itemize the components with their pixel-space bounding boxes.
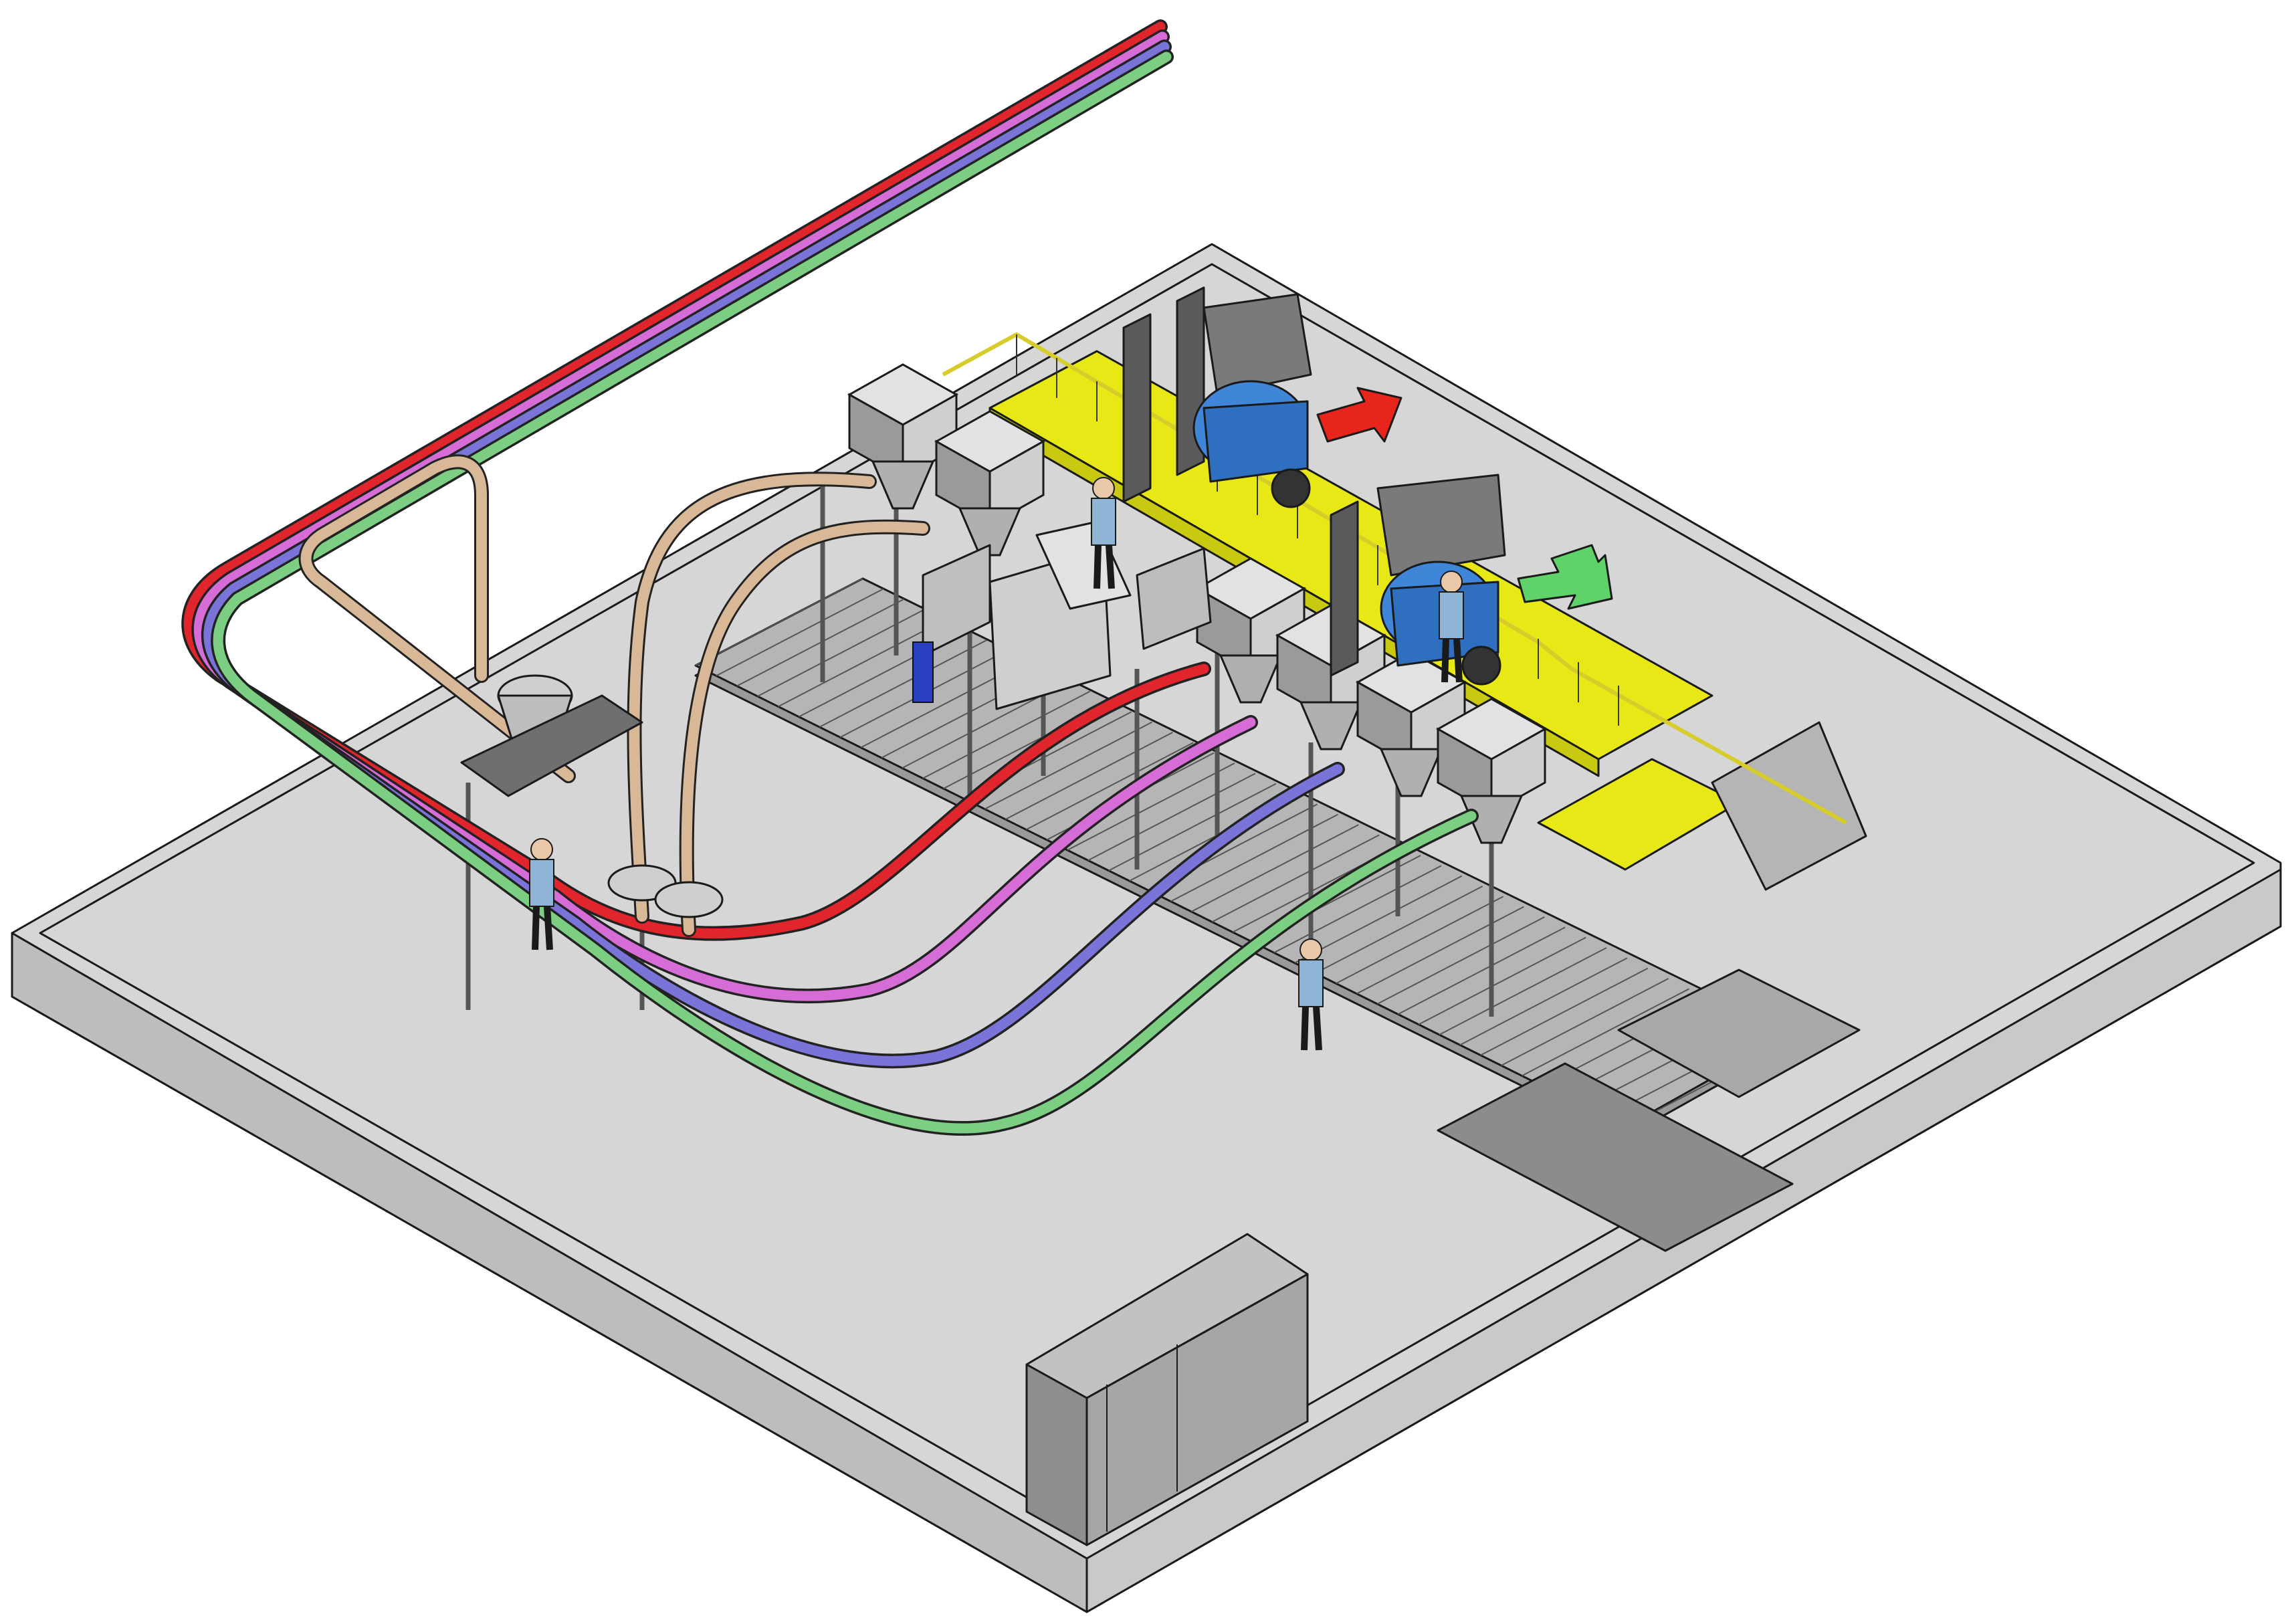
hopper <box>934 410 1046 556</box>
operator-person <box>1439 571 1464 683</box>
operator-person <box>529 838 554 950</box>
roller <box>1025 742 1194 831</box>
roller <box>778 619 946 708</box>
roller <box>819 639 987 728</box>
hopper <box>1435 698 1548 844</box>
central-mixer <box>912 520 1212 710</box>
operator-person <box>1298 938 1324 1051</box>
roller <box>1190 824 1359 912</box>
roller <box>1397 926 1566 1015</box>
arrow-right-icon <box>1316 387 1402 443</box>
roller <box>1273 865 1442 954</box>
roller <box>1459 957 1628 1046</box>
roller <box>1336 896 1504 985</box>
stair <box>1711 721 1867 891</box>
roller <box>1480 967 1649 1056</box>
roller <box>1294 875 1463 964</box>
arrow-down-left-icon <box>1517 544 1613 610</box>
roller <box>1087 773 1256 861</box>
roller <box>695 578 863 666</box>
electrical-cabinet <box>1025 1233 1309 1546</box>
roller <box>1418 936 1586 1025</box>
handrail-top <box>942 332 1847 825</box>
roller <box>1067 763 1235 851</box>
conveying-pipes <box>181 19 1479 1136</box>
receiver-station <box>298 454 930 937</box>
hopper <box>847 363 959 510</box>
roller <box>1356 906 1524 995</box>
roller <box>984 721 1152 810</box>
pipe-red <box>181 19 1211 941</box>
floor-curb-back <box>11 243 2281 934</box>
roller <box>1315 886 1483 974</box>
roller <box>1005 732 1173 820</box>
roller <box>1501 978 1669 1066</box>
operators <box>529 477 1464 1051</box>
forklift-2 <box>1330 474 1506 686</box>
roller <box>1211 834 1380 923</box>
roller <box>922 690 1091 779</box>
hopper <box>1355 651 1467 797</box>
roller <box>1522 988 1690 1077</box>
roller <box>1376 916 1545 1005</box>
roller <box>716 588 884 677</box>
roller <box>1439 947 1607 1035</box>
pipe-green <box>211 49 1479 1136</box>
forklift-1 <box>1122 286 1312 508</box>
operator-person <box>1091 477 1116 589</box>
